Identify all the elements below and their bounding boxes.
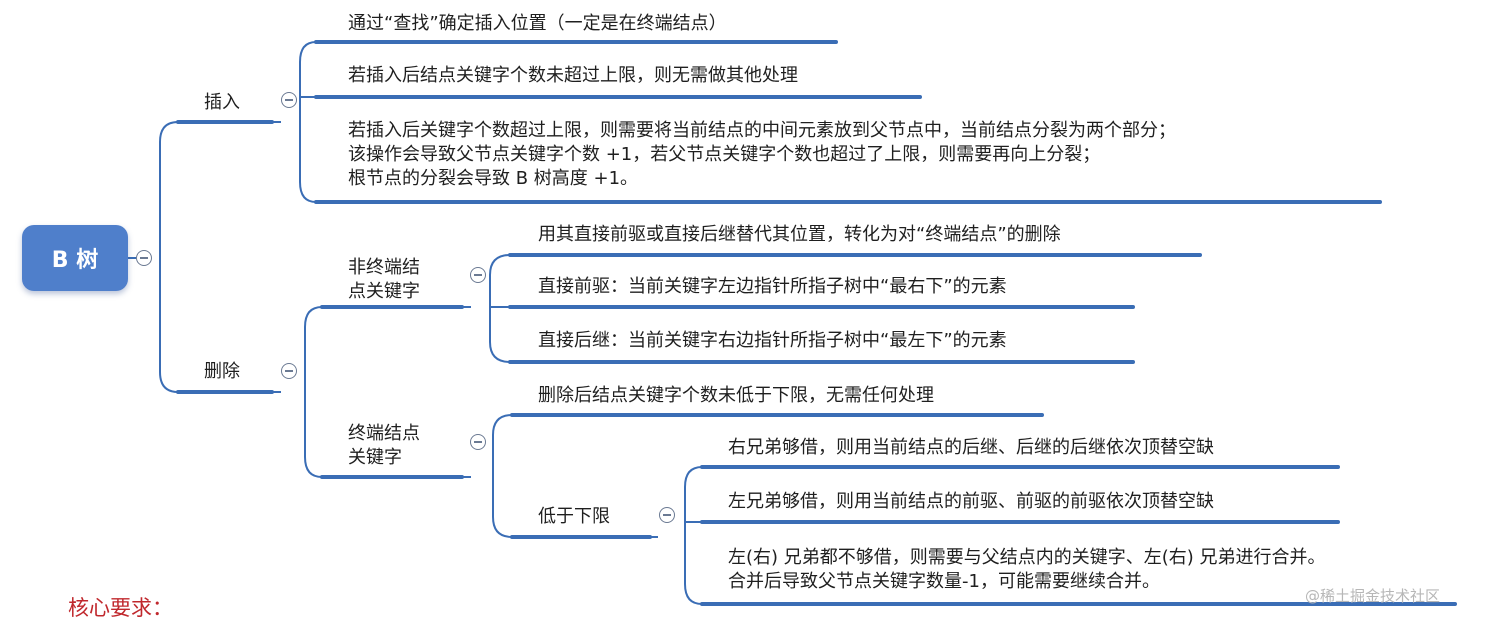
collapse-icon[interactable]	[136, 250, 152, 266]
insert-split-line-1: 若插入后关键字个数超过上限，则需要将当前结点的中间元素放到父节点中，当前结点分裂…	[348, 120, 1176, 141]
insert-item-overflow-split[interactable]: 若插入后关键字个数超过上限，则需要将当前结点的中间元素放到父节点中，当前结点分裂…	[348, 119, 1176, 191]
insert-split-line-3: 根节点的分裂会导致 B 树高度 +1。	[348, 168, 639, 189]
below-limit-item-borrow-right[interactable]: 右兄弟够借，则用当前结点的后继、后继的后继依次顶替空缺	[728, 437, 1214, 458]
root-node-label: B 树	[51, 248, 99, 273]
non-terminal-item-predecessor[interactable]: 直接前驱：当前关键字左边指针所指子树中“最右下”的元素	[538, 276, 1007, 297]
watermark: @稀土掘金技术社区	[1305, 587, 1441, 605]
non-terminal-item-replace[interactable]: 用其直接前驱或直接后继替代其位置，转化为对“终端结点”的删除	[538, 224, 1061, 245]
collapse-icon[interactable]	[470, 434, 486, 450]
insert-item-find-position[interactable]: 通过“查找”确定插入位置（一定是在终端结点）	[348, 13, 727, 34]
terminal-item-no-action[interactable]: 删除后结点关键字个数未低于下限，无需任何处理	[538, 385, 934, 406]
core-requirement-heading: 核心要求：	[68, 596, 173, 620]
insert-item-no-overflow[interactable]: 若插入后结点关键字个数未超过上限，则无需做其他处理	[348, 65, 798, 86]
below-limit-item-borrow-left[interactable]: 左兄弟够借，则用当前结点的前驱、前驱的前驱依次顶替空缺	[728, 491, 1214, 512]
non-terminal-item-successor[interactable]: 直接后继：当前关键字右边指针所指子树中“最左下”的元素	[538, 330, 1007, 351]
terminal-label-line-2: 关键字	[348, 447, 402, 468]
branch-delete[interactable]: 删除	[204, 361, 240, 382]
collapse-icon[interactable]	[281, 363, 297, 379]
merge-line-2: 合并后导致父节点关键字数量-1，可能需要继续合并。	[728, 571, 1160, 592]
merge-line-1: 左(右) 兄弟都不够借，则需要与父结点内的关键字、左(右) 兄弟进行合并。	[728, 547, 1326, 568]
insert-split-line-2: 该操作会导致父节点关键字个数 +1，若父节点关键字个数也超过了上限，则需要再向上…	[348, 144, 1101, 165]
branch-below-limit[interactable]: 低于下限	[538, 506, 610, 527]
branch-non-terminal-key[interactable]: 非终端结 点关键字	[348, 256, 420, 304]
root-node-b-tree[interactable]: B 树	[22, 225, 128, 291]
branch-terminal-key[interactable]: 终端结点 关键字	[348, 422, 420, 470]
collapse-icon[interactable]	[470, 267, 486, 283]
collapse-icon[interactable]	[281, 92, 297, 108]
terminal-label-line-1: 终端结点	[348, 423, 420, 444]
below-limit-item-merge[interactable]: 左(右) 兄弟都不够借，则需要与父结点内的关键字、左(右) 兄弟进行合并。 合并…	[728, 546, 1326, 594]
non-terminal-label-line-1: 非终端结	[348, 257, 420, 278]
collapse-icon[interactable]	[659, 507, 675, 523]
non-terminal-label-line-2: 点关键字	[348, 281, 420, 302]
branch-insert[interactable]: 插入	[204, 92, 240, 113]
